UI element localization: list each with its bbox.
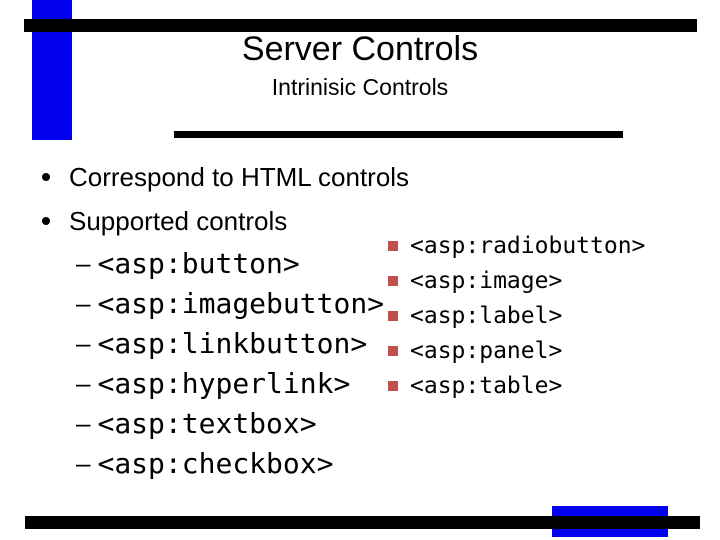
control-tag: <asp:image>	[410, 267, 563, 294]
bullet-dot-icon	[42, 173, 50, 181]
main-bullet-list: Correspond to HTML controls Supported co…	[42, 155, 409, 243]
square-bullet-icon	[388, 380, 398, 391]
list-item: <asp:image>	[388, 263, 645, 298]
square-bullet-icon	[388, 345, 398, 356]
list-item: Supported controls	[42, 199, 409, 243]
list-item: – <asp:checkbox>	[76, 443, 384, 483]
list-item: – <asp:hyperlink>	[76, 363, 384, 403]
control-tag: <asp:radiobutton>	[410, 232, 646, 259]
title-underline-rule	[174, 131, 623, 138]
bottom-horizontal-rule	[25, 516, 700, 529]
list-item: – <asp:linkbutton>	[76, 323, 384, 363]
square-bullet-icon	[388, 240, 398, 251]
slide-subtitle: Intrinisic Controls	[271, 74, 449, 100]
dash-marker: –	[76, 367, 91, 398]
dash-marker: –	[76, 407, 91, 438]
list-item: – <asp:textbox>	[76, 403, 384, 443]
square-bullet-icon	[388, 310, 398, 321]
control-tag: <asp:table>	[410, 372, 563, 399]
control-tag: <asp:button>	[97, 246, 300, 280]
bullet-text: Correspond to HTML controls	[69, 161, 410, 192]
dash-marker: –	[76, 447, 91, 478]
control-tag: <asp:linkbutton>	[97, 326, 368, 360]
dash-marker: –	[76, 287, 91, 318]
control-tag: <asp:imagebutton>	[97, 286, 385, 320]
list-item: Correspond to HTML controls	[42, 155, 409, 199]
slide-title: Server Controls	[241, 30, 479, 68]
bullet-dot-icon	[42, 217, 50, 225]
control-tag: <asp:textbox>	[97, 406, 317, 440]
list-item: <asp:panel>	[388, 333, 645, 368]
bullet-text: Supported controls	[69, 205, 288, 236]
list-item: <asp:table>	[388, 368, 645, 403]
list-item: <asp:label>	[388, 298, 645, 333]
top-horizontal-rule	[24, 19, 697, 32]
control-tag: <asp:panel>	[410, 337, 563, 364]
square-bullet-icon	[388, 275, 398, 286]
list-item: <asp:radiobutton>	[388, 228, 645, 263]
supported-controls-right-list: <asp:radiobutton> <asp:image> <asp:label…	[388, 228, 645, 403]
dash-marker: –	[76, 247, 91, 278]
supported-controls-left-list: – <asp:button> – <asp:imagebutton> – <as…	[76, 243, 384, 483]
list-item: – <asp:button>	[76, 243, 384, 283]
list-item: – <asp:imagebutton>	[76, 283, 384, 323]
dash-marker: –	[76, 327, 91, 358]
control-tag: <asp:label>	[410, 302, 563, 329]
control-tag: <asp:hyperlink>	[97, 366, 351, 400]
control-tag: <asp:checkbox>	[97, 446, 334, 480]
